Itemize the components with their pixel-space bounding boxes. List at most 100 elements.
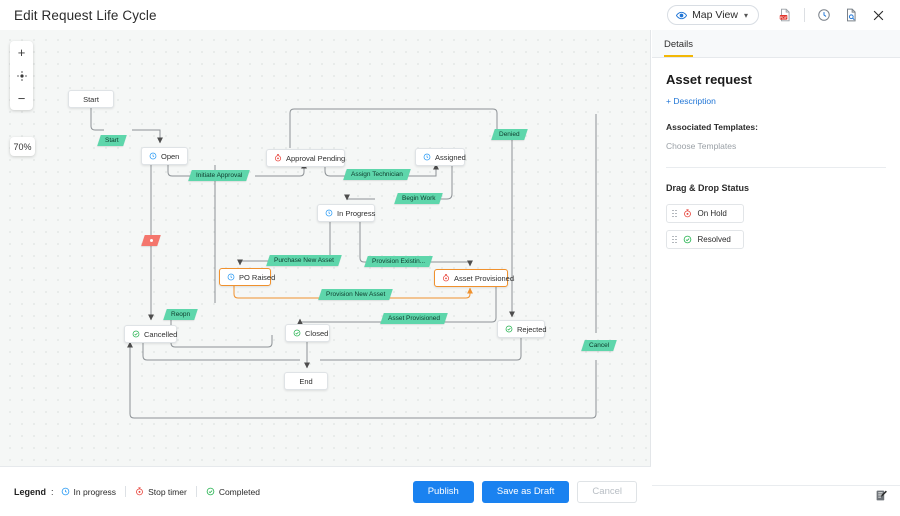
zoom-out-button[interactable]: − <box>17 91 26 106</box>
legend-item-label: Completed <box>218 486 260 497</box>
legend-item-in-progress: In progress <box>61 487 126 497</box>
details-panel-body: Asset request + Description Associated T… <box>652 58 900 249</box>
publish-button[interactable]: Publish <box>412 480 474 503</box>
edge-label-text: Begin Work <box>402 195 436 202</box>
workflow-node-label: End <box>299 376 313 386</box>
status-chip-resolved[interactable]: Resolved <box>666 230 744 249</box>
in-progress-icon <box>149 152 157 160</box>
workflow-node-label: Asset Provisioned <box>454 273 515 283</box>
edge-label-text: Start <box>105 137 119 144</box>
status-chip-on-hold[interactable]: On Hold <box>666 204 744 223</box>
in-progress-icon <box>61 487 70 496</box>
workflow-node-closed[interactable]: Closed <box>285 324 330 342</box>
completed-icon <box>293 329 301 337</box>
status-chip-label: Resolved <box>697 235 731 244</box>
workflow-node-label: Rejected <box>517 324 547 334</box>
drag-handle-icon[interactable] <box>672 235 677 244</box>
workflow-node-start[interactable]: Start <box>68 90 114 108</box>
header-icon-group: PDF <box>777 7 886 23</box>
add-description-link[interactable]: + Description <box>666 96 716 106</box>
svg-text:PDF: PDF <box>780 16 788 20</box>
edge-label-initiate[interactable]: Initiate Approval <box>188 170 251 181</box>
edge-label-begin-work[interactable]: Begin Work <box>394 193 444 204</box>
workflow-node-open[interactable]: Open <box>141 147 188 165</box>
edge-label-asset-prov-lbl[interactable]: Asset Provisioned <box>380 313 448 324</box>
edit-note-icon[interactable] <box>875 489 888 507</box>
close-icon[interactable] <box>870 7 886 23</box>
map-view-label: Map View <box>692 9 738 21</box>
details-panel-tabs: Details <box>652 30 900 58</box>
edge-label-purchase-new[interactable]: Purchase New Asset <box>266 255 342 266</box>
workflow-node-assigned[interactable]: Assigned <box>415 148 466 166</box>
map-view-dropdown[interactable]: Map View ▾ <box>667 5 759 25</box>
legend-item-completed: Completed <box>197 487 269 497</box>
tab-details[interactable]: Details <box>664 39 694 57</box>
edge-label-reopen[interactable]: Reopn <box>163 309 198 320</box>
workflow-node-rejected[interactable]: Rejected <box>497 320 547 338</box>
completed-icon <box>132 330 140 338</box>
document-search-icon[interactable] <box>843 7 859 23</box>
legend-colon: : <box>51 486 54 497</box>
chevron-down-icon: ▾ <box>743 10 748 20</box>
header-divider <box>804 8 805 22</box>
stop-timer-icon <box>442 274 450 282</box>
workflow-node-poraised[interactable]: PO Raised <box>219 268 275 286</box>
edge-label-start-lbl[interactable]: Start <box>97 135 127 146</box>
export-pdf-icon[interactable]: PDF <box>777 7 793 23</box>
fit-to-screen-icon[interactable] <box>10 64 33 87</box>
stop-timer-icon <box>274 154 282 162</box>
edge-label-text: Reopn <box>171 311 191 318</box>
edge-label-provision-new[interactable]: Provision New Asset <box>318 289 394 300</box>
workflow-node-label: Start <box>83 94 99 104</box>
panel-divider <box>666 167 886 168</box>
cancel-button[interactable]: Cancel <box>577 480 637 503</box>
edge-label-denied[interactable]: Denied <box>491 129 528 140</box>
edge-label-cancel-lbl[interactable]: Cancel <box>581 340 618 351</box>
edge-label-provision-exist[interactable]: Provision Existin... <box>364 256 433 267</box>
associated-templates-label: Associated Templates: <box>666 122 758 132</box>
workflow-node-label: Open <box>161 151 180 161</box>
edge-label-text: Asset Provisioned <box>388 315 441 322</box>
save-as-draft-button[interactable]: Save as Draft <box>481 480 570 503</box>
workflow-node-end[interactable]: End <box>284 372 328 390</box>
zoom-level[interactable]: 70% <box>10 137 35 156</box>
status-chip-label: On Hold <box>697 209 727 218</box>
workflow-node-cancelled[interactable]: Cancelled <box>124 325 177 343</box>
legend-divider <box>195 486 197 497</box>
workflow-node-inprogress[interactable]: In Progress <box>317 204 375 222</box>
edge-label-text: Cancel <box>589 342 610 349</box>
zoom-in-button[interactable]: + <box>17 45 26 60</box>
edge-label-text: Assign Technician <box>351 171 403 178</box>
workflow-node-label: In Progress <box>337 208 376 218</box>
delete-marker-dot <box>149 239 153 242</box>
workflow-node-assetprov[interactable]: Asset Provisioned <box>434 269 514 287</box>
history-clock-icon[interactable] <box>816 7 832 23</box>
legend-label: Legend <box>14 486 47 497</box>
stop-timer-icon <box>683 209 692 218</box>
drag-drop-status-title: Drag & Drop Status <box>666 183 750 193</box>
edge-label-text: Initiate Approval <box>196 172 243 179</box>
stop-timer-icon <box>135 487 144 496</box>
zoom-controls[interactable]: + − <box>10 41 33 110</box>
legend-item-label: In progress <box>73 486 117 497</box>
in-progress-icon <box>227 273 235 281</box>
choose-templates-select[interactable]: Choose Templates <box>666 141 737 151</box>
details-panel: Details Asset request + Description Asso… <box>652 30 900 516</box>
workflow-node-label: Cancelled <box>144 329 178 339</box>
workflow-connectors <box>90 108 597 419</box>
drag-handle-icon[interactable] <box>672 209 677 218</box>
completed-icon <box>505 325 513 333</box>
legend-divider <box>125 486 127 497</box>
edge-label-text: Purchase New Asset <box>274 257 334 264</box>
edge-label-text: Provision New Asset <box>326 291 386 298</box>
workflow-node-approval[interactable]: Approval Pending <box>266 149 345 167</box>
in-progress-icon <box>423 153 431 161</box>
edge-label-text: Denied <box>499 131 520 138</box>
edge-label-assign-tech[interactable]: Assign Technician <box>343 169 411 180</box>
legend-item-stop-timer: Stop timer <box>126 487 196 497</box>
legend-item-label: Stop timer <box>148 486 187 497</box>
